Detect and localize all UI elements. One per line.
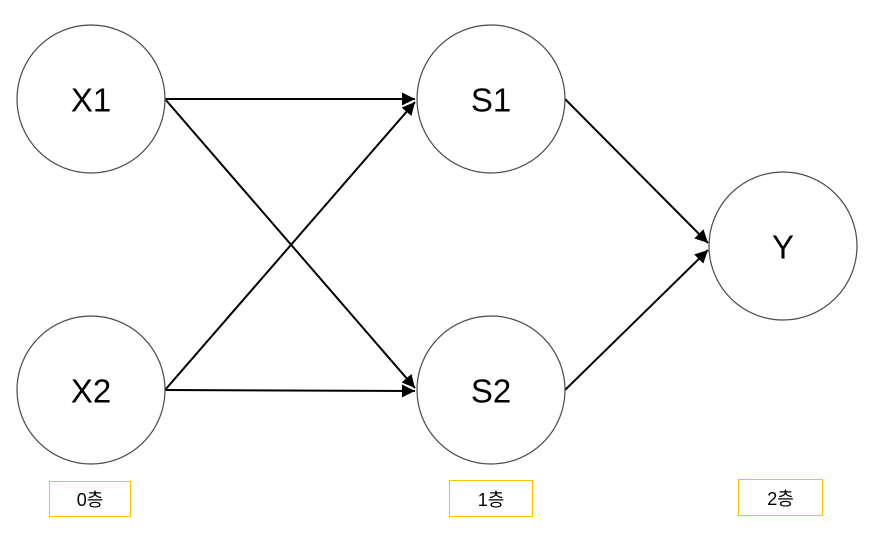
node-circle-s1 — [416, 24, 566, 174]
node-label-x2: X2 — [71, 373, 111, 410]
node-circle-y — [708, 171, 858, 321]
edge-x2-s1 — [164, 101, 416, 391]
edge-s2-y — [564, 249, 709, 391]
node-label-s1: S1 — [471, 82, 511, 119]
edge-x1-s2 — [164, 98, 416, 389]
layer-label-1: 1층 — [449, 480, 533, 517]
node-circle-x2 — [16, 315, 166, 465]
node-label-y: Y — [772, 229, 794, 266]
node-label-x1: X1 — [71, 82, 111, 119]
edge-x2-s2 — [164, 384, 416, 398]
node-label-s2: S2 — [471, 373, 511, 410]
node-circle-x1 — [16, 24, 166, 174]
edge-s1-y — [564, 98, 709, 244]
node-circle-s2 — [416, 315, 566, 465]
layer-label-0: 0층 — [49, 481, 131, 517]
layer-label-2: 2층 — [738, 479, 823, 516]
